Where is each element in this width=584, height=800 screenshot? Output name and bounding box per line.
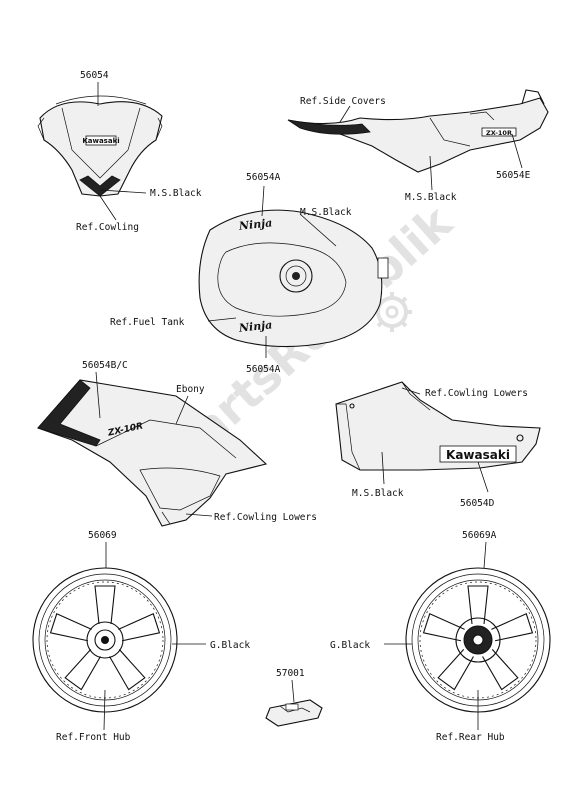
part-number-57001: 57001 <box>276 668 305 679</box>
label-ebony: Ebony <box>176 384 205 395</box>
label-ref-cowling-lowers-2: Ref.Cowling Lowers <box>425 388 528 399</box>
label-ms-black-4: M.S.Black <box>352 488 404 499</box>
label-g-black-2: G.Black <box>330 640 370 651</box>
upper-cowling-drawing: Kawasaki <box>37 95 163 197</box>
label-g-black-1: G.Black <box>210 640 250 651</box>
decal-tail-badge: ZX-10R <box>486 129 512 137</box>
label-ref-fuel-tank: Ref.Fuel Tank <box>110 317 185 328</box>
part-number-56069: 56069 <box>88 530 117 541</box>
clip-drawing <box>265 699 323 727</box>
decal-ninja-2: Ninja <box>237 318 273 335</box>
fuel-tank-drawing: Ninja Ninja <box>198 209 389 348</box>
tail-cowl-drawing: ZX-10R <box>287 89 549 173</box>
part-number-56069A: 56069A <box>462 530 497 541</box>
side-cowling-drawing: ZX-10R <box>37 379 268 527</box>
part-number-56054: 56054 <box>80 70 109 81</box>
label-ref-front-hub: Ref.Front Hub <box>56 732 131 743</box>
decal-ninja-1: Ninja <box>237 216 273 233</box>
lower-cowling-drawing: Kawasaki <box>335 381 541 471</box>
part-number-56054BC: 56054B/C <box>82 360 128 371</box>
label-ref-rear-hub: Ref.Rear Hub <box>436 732 505 743</box>
part-number-56054E: 56054E <box>496 170 531 181</box>
decal-kawasaki-large: Kawasaki <box>446 448 510 462</box>
part-number-56054A-top: 56054A <box>246 172 281 183</box>
label-ref-cowling-lowers-1: Ref.Cowling Lowers <box>214 512 317 523</box>
label-ms-black-2: M.S.Black <box>405 192 457 203</box>
label-ref-side-covers: Ref.Side Covers <box>300 96 386 107</box>
decal-kawasaki-small: Kawasaki <box>82 137 119 145</box>
label-ms-black-3: M.S.Black <box>300 207 352 218</box>
label-ref-cowling: Ref.Cowling <box>76 222 139 233</box>
label-ms-black-1: M.S.Black <box>150 188 202 199</box>
part-number-56054D: 56054D <box>460 498 495 509</box>
part-number-56054A-bottom: 56054A <box>246 364 281 375</box>
